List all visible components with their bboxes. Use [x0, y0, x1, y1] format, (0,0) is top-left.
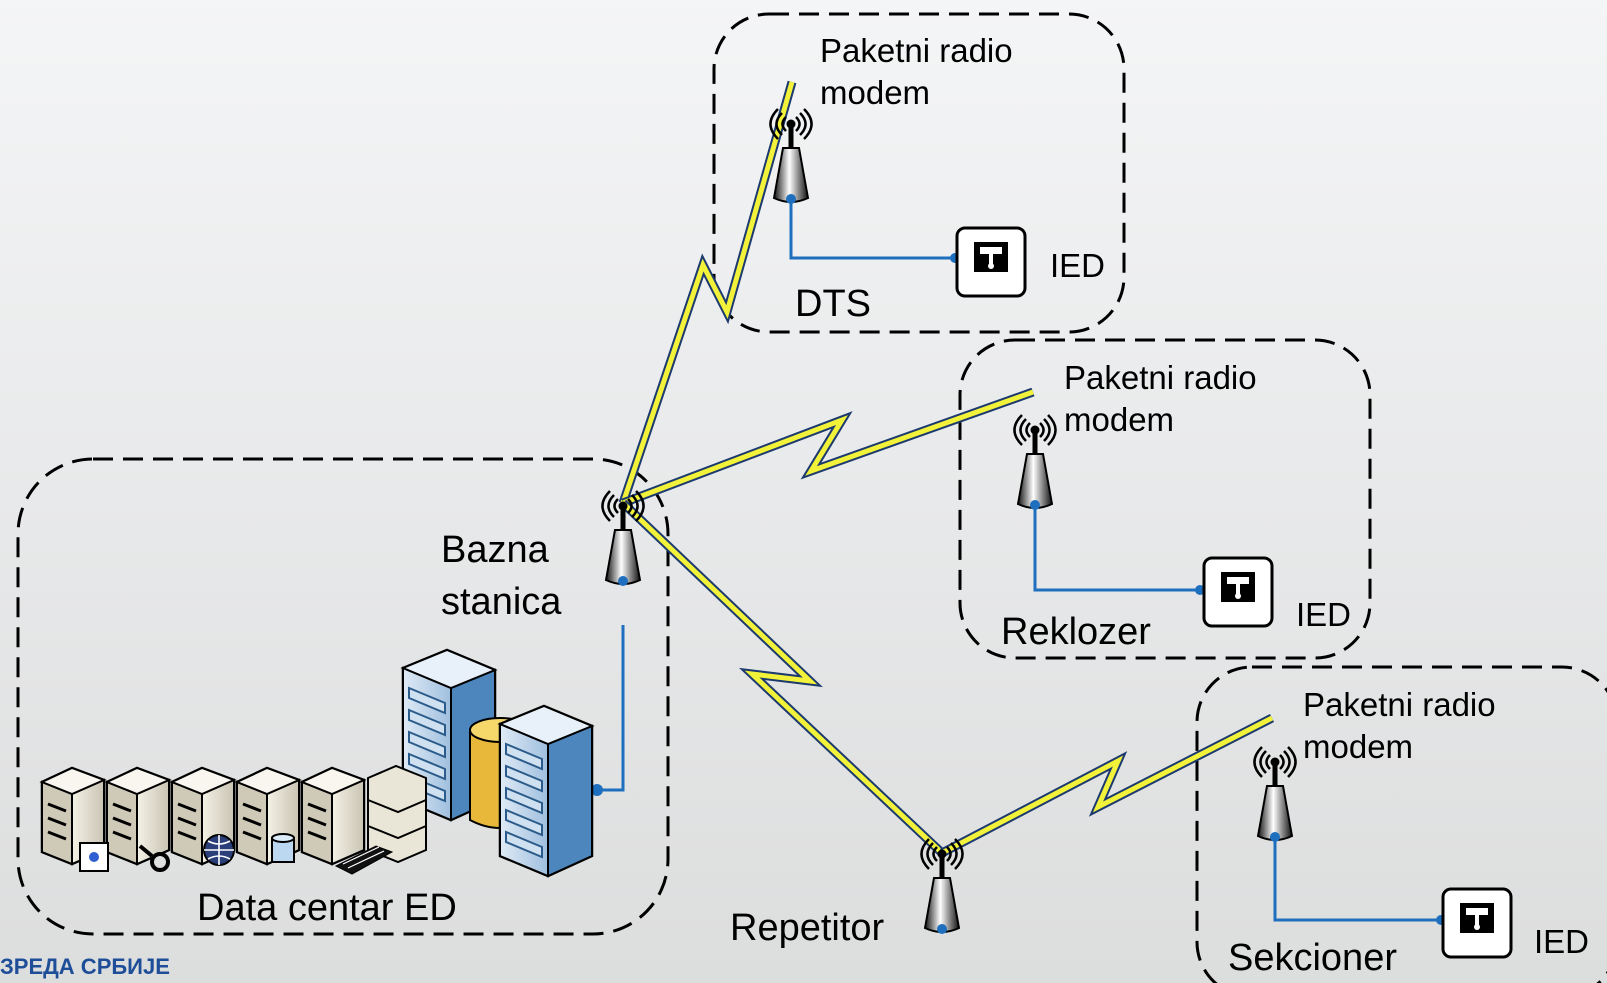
reklozer-modem-label-line1: Paketni radio — [1064, 359, 1257, 396]
dts-group-label: DTS — [795, 283, 871, 325]
sekcioner-group-label: Sekcioner — [1228, 937, 1397, 979]
small-server-stack-icon — [367, 764, 427, 864]
sekcioner-modem-label-line1: Paketni radio — [1303, 686, 1496, 723]
repeater-label: Repetitor — [730, 907, 885, 949]
workstation-server-icon — [300, 766, 366, 866]
dts-modem-antenna-icon — [771, 109, 812, 204]
reklozer-ied-icon — [1202, 556, 1274, 628]
reklozer-modem-label-line2: modem — [1064, 401, 1174, 438]
base-station-antenna-icon — [603, 491, 644, 586]
sekcioner-group-box — [1195, 665, 1607, 983]
card-icon — [79, 842, 109, 872]
wire-sekcioner — [1273, 838, 1441, 922]
workstation-server-icon — [105, 766, 171, 866]
database-icon — [271, 833, 295, 863]
datacenter-group-box — [16, 457, 670, 936]
wire-dts — [789, 200, 955, 260]
key-icon — [138, 844, 170, 872]
radio-link-base-dts — [618, 80, 797, 505]
dts-ied-icon — [955, 226, 1027, 298]
globe-icon — [203, 834, 235, 866]
server-rack-icon — [498, 704, 594, 878]
reklozer-ied-label: IED — [1296, 596, 1351, 633]
dts-modem-label-line2: modem — [820, 74, 930, 111]
keyboard-icon — [334, 845, 394, 875]
reklozer-group-box — [958, 338, 1372, 660]
wire-reklozer — [1033, 506, 1200, 592]
datacenter-label: Data centar ED — [197, 887, 457, 929]
radio-link-repeater-sekcioner — [939, 713, 1275, 857]
reklozer-modem-antenna-icon — [1015, 415, 1056, 510]
radio-link-base-reklozer — [621, 387, 1035, 508]
sekcioner-ied-label: IED — [1534, 923, 1589, 960]
sekcioner-ied-icon — [1441, 887, 1513, 959]
dts-modem-label-line1: Paketni radio — [820, 32, 1013, 69]
sekcioner-modem-antenna-icon — [1255, 747, 1296, 842]
dts-ied-label: IED — [1050, 247, 1105, 284]
reklozer-group-label: Reklozer — [1001, 611, 1151, 653]
datacenter-equipment — [40, 648, 594, 878]
sekcioner-modem-label-line2: modem — [1303, 728, 1413, 765]
footer-text: ЗРЕДА СРБИЈЕ — [0, 954, 170, 979]
base-station-label-line2: stanica — [441, 581, 562, 623]
base-station-label-line1: Bazna — [441, 529, 550, 571]
repeater-antenna-icon — [922, 839, 963, 934]
dts-group-box — [712, 12, 1126, 334]
wire-base-datacenter — [597, 625, 625, 792]
radio-link-base-repeater — [619, 499, 946, 857]
